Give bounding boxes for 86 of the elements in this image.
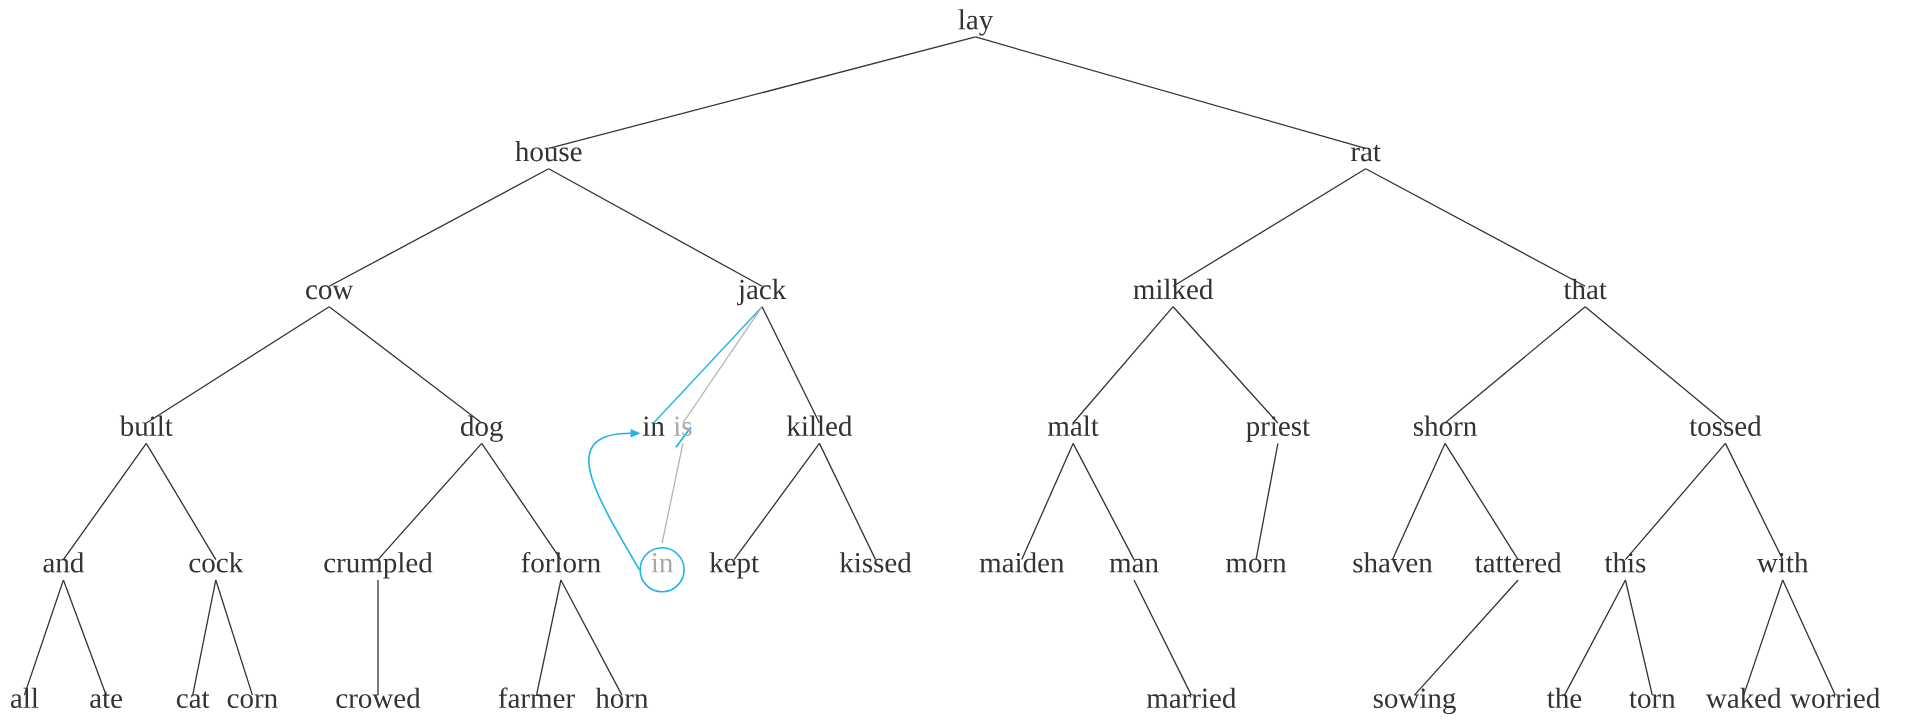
tree-line <box>1172 168 1367 287</box>
word: torn <box>1629 691 1676 709</box>
word: crowed <box>336 687 421 709</box>
word: house <box>515 140 582 162</box>
tree-line <box>23 579 65 696</box>
word: the <box>1547 687 1582 709</box>
word: corn <box>227 694 278 709</box>
word: rat <box>1351 144 1381 162</box>
word: malt <box>1047 415 1099 436</box>
word: dog <box>461 415 503 442</box>
word: cat <box>176 691 210 709</box>
tree-line <box>377 442 483 561</box>
word: waked <box>1705 687 1782 709</box>
word: lay <box>958 9 994 36</box>
tree-line <box>1365 168 1586 287</box>
tree-line <box>1413 579 1519 696</box>
tree-line <box>145 442 217 561</box>
tree-line <box>761 306 821 424</box>
word: tossed <box>1689 415 1762 436</box>
tree-line <box>818 442 877 561</box>
tree-line <box>1724 442 1784 561</box>
tree-line <box>1743 579 1784 696</box>
word: milked <box>1133 278 1214 300</box>
word: shorn <box>1414 415 1477 436</box>
tree-line <box>1255 442 1279 561</box>
tree-line <box>145 306 330 424</box>
tree-line <box>974 36 1367 150</box>
tree-line <box>548 36 977 150</box>
tree-line <box>733 442 821 561</box>
tree-line <box>1624 579 1653 696</box>
word: jack <box>737 278 787 306</box>
tree-line <box>682 306 763 424</box>
tree-line <box>1133 579 1192 696</box>
tree-line <box>328 168 550 287</box>
word: forlorn <box>521 551 601 573</box>
word: man <box>1109 558 1159 573</box>
tree-line <box>481 442 562 561</box>
word: in <box>642 416 665 436</box>
word: kept <box>709 552 759 579</box>
word: that <box>1563 278 1607 300</box>
word: farmer <box>498 687 575 709</box>
tree-line <box>1624 442 1727 561</box>
tree-line <box>661 442 684 544</box>
word: priest <box>1246 416 1310 442</box>
word: crumpled <box>324 552 433 579</box>
tree-line <box>652 306 763 424</box>
word: kissed <box>839 552 912 573</box>
word: maiden <box>979 552 1065 573</box>
word: cock <box>189 552 244 573</box>
tree-line <box>1072 306 1174 424</box>
tree-line <box>560 579 623 696</box>
tree-line <box>1072 442 1135 561</box>
word: and <box>43 552 84 573</box>
word: this <box>1604 552 1646 573</box>
word: morn <box>1226 558 1287 573</box>
word: cow <box>306 285 354 300</box>
word: married <box>1146 687 1237 709</box>
word: built <box>119 415 173 436</box>
word: all <box>10 687 39 709</box>
tree-line <box>192 579 217 696</box>
tree-line <box>215 579 254 696</box>
tree-line <box>1391 442 1446 561</box>
word: tattered <box>1474 552 1562 573</box>
tree-line <box>62 442 147 561</box>
tree-line <box>1782 579 1836 696</box>
word: killed <box>786 415 853 436</box>
circled-word: in <box>639 547 685 593</box>
tree-line <box>328 306 483 424</box>
word: worried <box>1790 687 1880 709</box>
curved-arrow <box>588 428 641 571</box>
tree-line <box>1444 306 1586 424</box>
word: ate <box>90 691 122 709</box>
word: is <box>673 416 692 436</box>
word: with <box>1756 552 1809 573</box>
word: horn <box>595 687 649 709</box>
tree-line <box>535 579 562 696</box>
tree-line <box>548 168 763 287</box>
word: shaven <box>1353 552 1433 573</box>
tree-line <box>1584 306 1727 424</box>
tree-line <box>1172 306 1279 424</box>
tree-line <box>1563 579 1627 696</box>
tree-line <box>1444 442 1519 561</box>
word: sowing <box>1373 688 1456 715</box>
tree-line <box>1021 442 1074 561</box>
tree-line <box>377 579 379 696</box>
tree-line <box>62 579 107 696</box>
